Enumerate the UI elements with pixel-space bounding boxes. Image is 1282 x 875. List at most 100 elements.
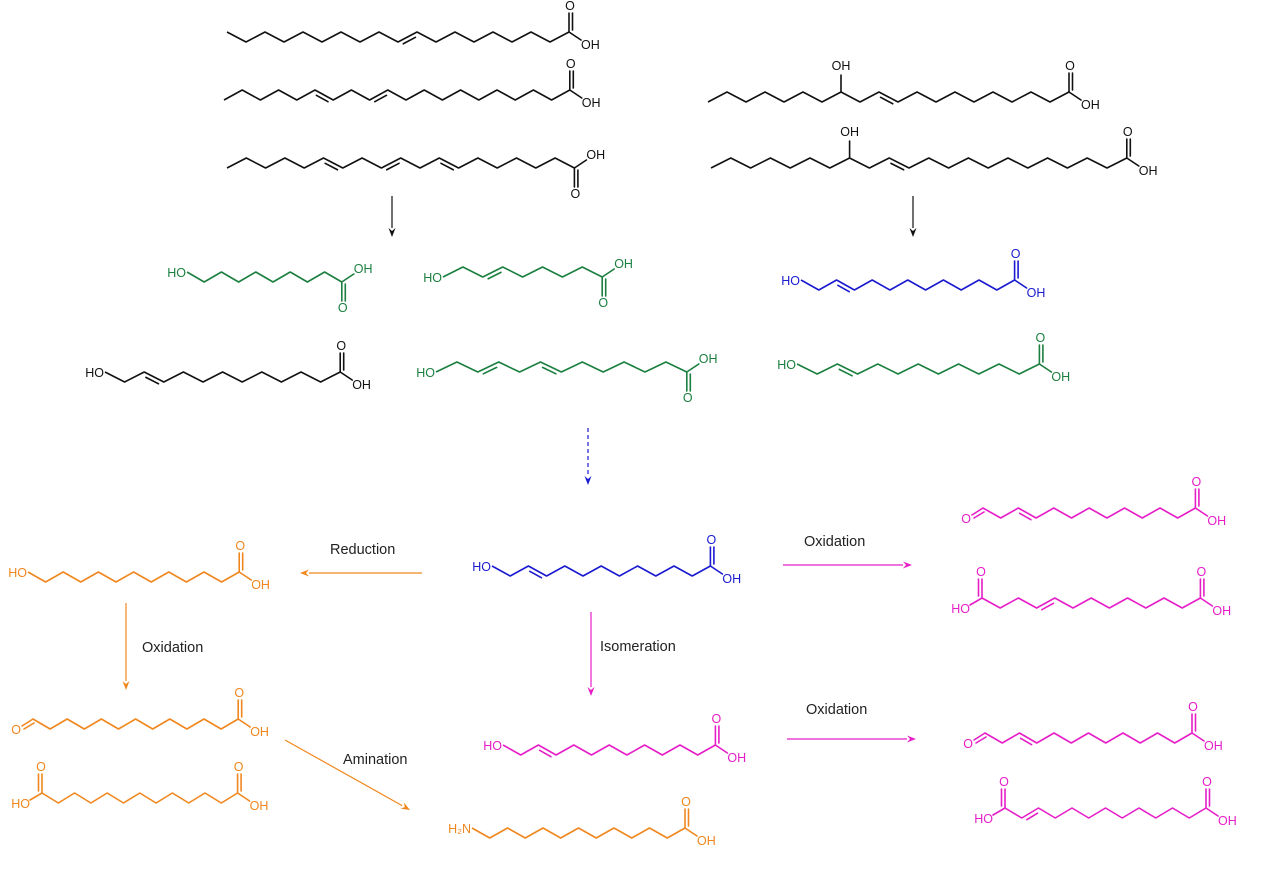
hydroxyl-substituent-label: OH — [832, 59, 851, 73]
arrowhead-icon — [907, 735, 916, 743]
carbon-chain — [796, 363, 1040, 375]
hydroxyl-bond — [238, 571, 252, 581]
aldehyde-bond — [973, 511, 985, 519]
double-bond — [538, 749, 552, 758]
carbonyl-oxygen-label: O — [571, 187, 581, 201]
hydroxyl-bond — [992, 807, 1006, 816]
carbonyl-oxygen-label: O — [336, 339, 346, 353]
acid-hydroxyl-label: OH — [722, 572, 741, 586]
acid-hydroxyl-label: OH — [1204, 739, 1223, 753]
reaction-label: Reduction — [330, 542, 395, 558]
acid-hydroxyl-label: OH — [699, 352, 718, 366]
double-bond — [315, 94, 329, 103]
carbonyl-oxygen-label: O — [1188, 700, 1198, 714]
carbon-chain — [104, 371, 341, 383]
double-bond — [1041, 602, 1055, 611]
hydroxyl-bond — [601, 268, 616, 278]
terminal-group-label: HO — [167, 266, 186, 280]
acid-hydroxyl-label: OH — [1081, 98, 1100, 112]
reaction-label: Oxidation — [142, 640, 203, 656]
carbon-chain — [491, 565, 711, 577]
terminal-group-label: HO — [416, 366, 435, 380]
terminal-group-label: HO — [423, 271, 442, 285]
carbon-chain — [707, 91, 1070, 103]
carbonyl-oxygen-label: O — [36, 760, 46, 774]
carbon-chain — [223, 89, 571, 101]
acid-hydroxyl-label: OH — [354, 262, 373, 276]
double-bond — [879, 96, 894, 105]
terminal-group-label: H₂N — [448, 822, 471, 836]
carbonyl-oxygen-label: O — [338, 301, 348, 315]
carbon-chain — [981, 597, 1201, 609]
carbonyl-oxygen-label: O — [566, 57, 576, 71]
hydroxyl-bond — [339, 371, 354, 381]
acid-hydroxyl-label: OH — [251, 578, 270, 592]
double-bond — [487, 271, 502, 280]
reaction-arrow: Oxidation — [783, 534, 912, 569]
double-bond — [837, 284, 851, 293]
hydroxyl-bond — [1013, 279, 1028, 289]
reaction-label: Oxidation — [804, 534, 865, 550]
carbon-chain — [435, 361, 688, 373]
acid-hydroxyl-label: OH — [586, 148, 605, 162]
reaction-label: Isomeration — [600, 639, 676, 655]
carbonyl-oxygen-label: O — [234, 686, 244, 700]
arrowhead-icon — [300, 569, 309, 577]
carbonyl-oxygen-label: O — [1192, 475, 1202, 489]
acid-hydroxyl-label: OH — [614, 257, 633, 271]
aldehyde-bond — [21, 718, 34, 727]
aldehyde-bond — [971, 507, 984, 516]
hydroxyl-bond — [568, 31, 582, 41]
aldehyde-oxygen-label: O — [11, 723, 21, 737]
carbon-chain — [27, 571, 240, 583]
carbon-chain — [800, 279, 1015, 291]
terminal-group-label: HO — [85, 366, 104, 380]
acid-hydroxyl-label: OH — [697, 834, 716, 848]
acid-hydroxyl-label: OH — [1139, 164, 1158, 178]
reaction-arrow — [388, 196, 396, 237]
carbonyl-oxygen-label: O — [976, 565, 986, 579]
acid-hydroxyl-label: OH — [581, 38, 600, 52]
carbonyl-oxygen-label: O — [1202, 775, 1212, 789]
carbon-chain — [710, 157, 1128, 169]
acid-hydroxyl-label: HO — [951, 602, 970, 616]
double-bond — [402, 36, 417, 45]
arrowhead-icon — [903, 561, 912, 569]
molecule-structure: O OH — [226, 148, 605, 201]
hydroxyl-bond — [1194, 507, 1209, 517]
carbonyl-oxygen-label: O — [712, 712, 722, 726]
terminal-group-label: HO — [8, 566, 27, 580]
double-bond — [1019, 737, 1033, 746]
hydroxyl-bond — [236, 792, 251, 802]
arrowhead-icon — [587, 687, 595, 696]
carbon-chain — [502, 744, 716, 756]
reaction-arrow: Reduction — [300, 542, 422, 577]
carbonyl-oxygen-label: O — [1011, 247, 1021, 261]
double-bond — [145, 376, 160, 385]
hydroxyl-bond — [685, 363, 700, 373]
molecule-structure: O OH HO — [167, 262, 372, 315]
reaction-arrow — [909, 196, 917, 237]
carbon-chain — [982, 507, 1196, 519]
hydroxyl-bond — [568, 89, 583, 99]
acid-hydroxyl-label: OH — [1212, 604, 1231, 618]
molecule-structure: OOH — [223, 57, 601, 110]
hydroxyl-bond — [573, 159, 588, 169]
acid-hydroxyl-label: OH — [250, 799, 269, 813]
hydroxyl-bond — [340, 273, 355, 283]
hydroxyl-bond — [684, 827, 698, 837]
acid-hydroxyl-label: OH — [352, 378, 371, 392]
aldehyde-bond — [975, 736, 987, 744]
reaction-arrow: Amination — [284, 739, 410, 810]
arrowhead-icon — [584, 476, 592, 485]
